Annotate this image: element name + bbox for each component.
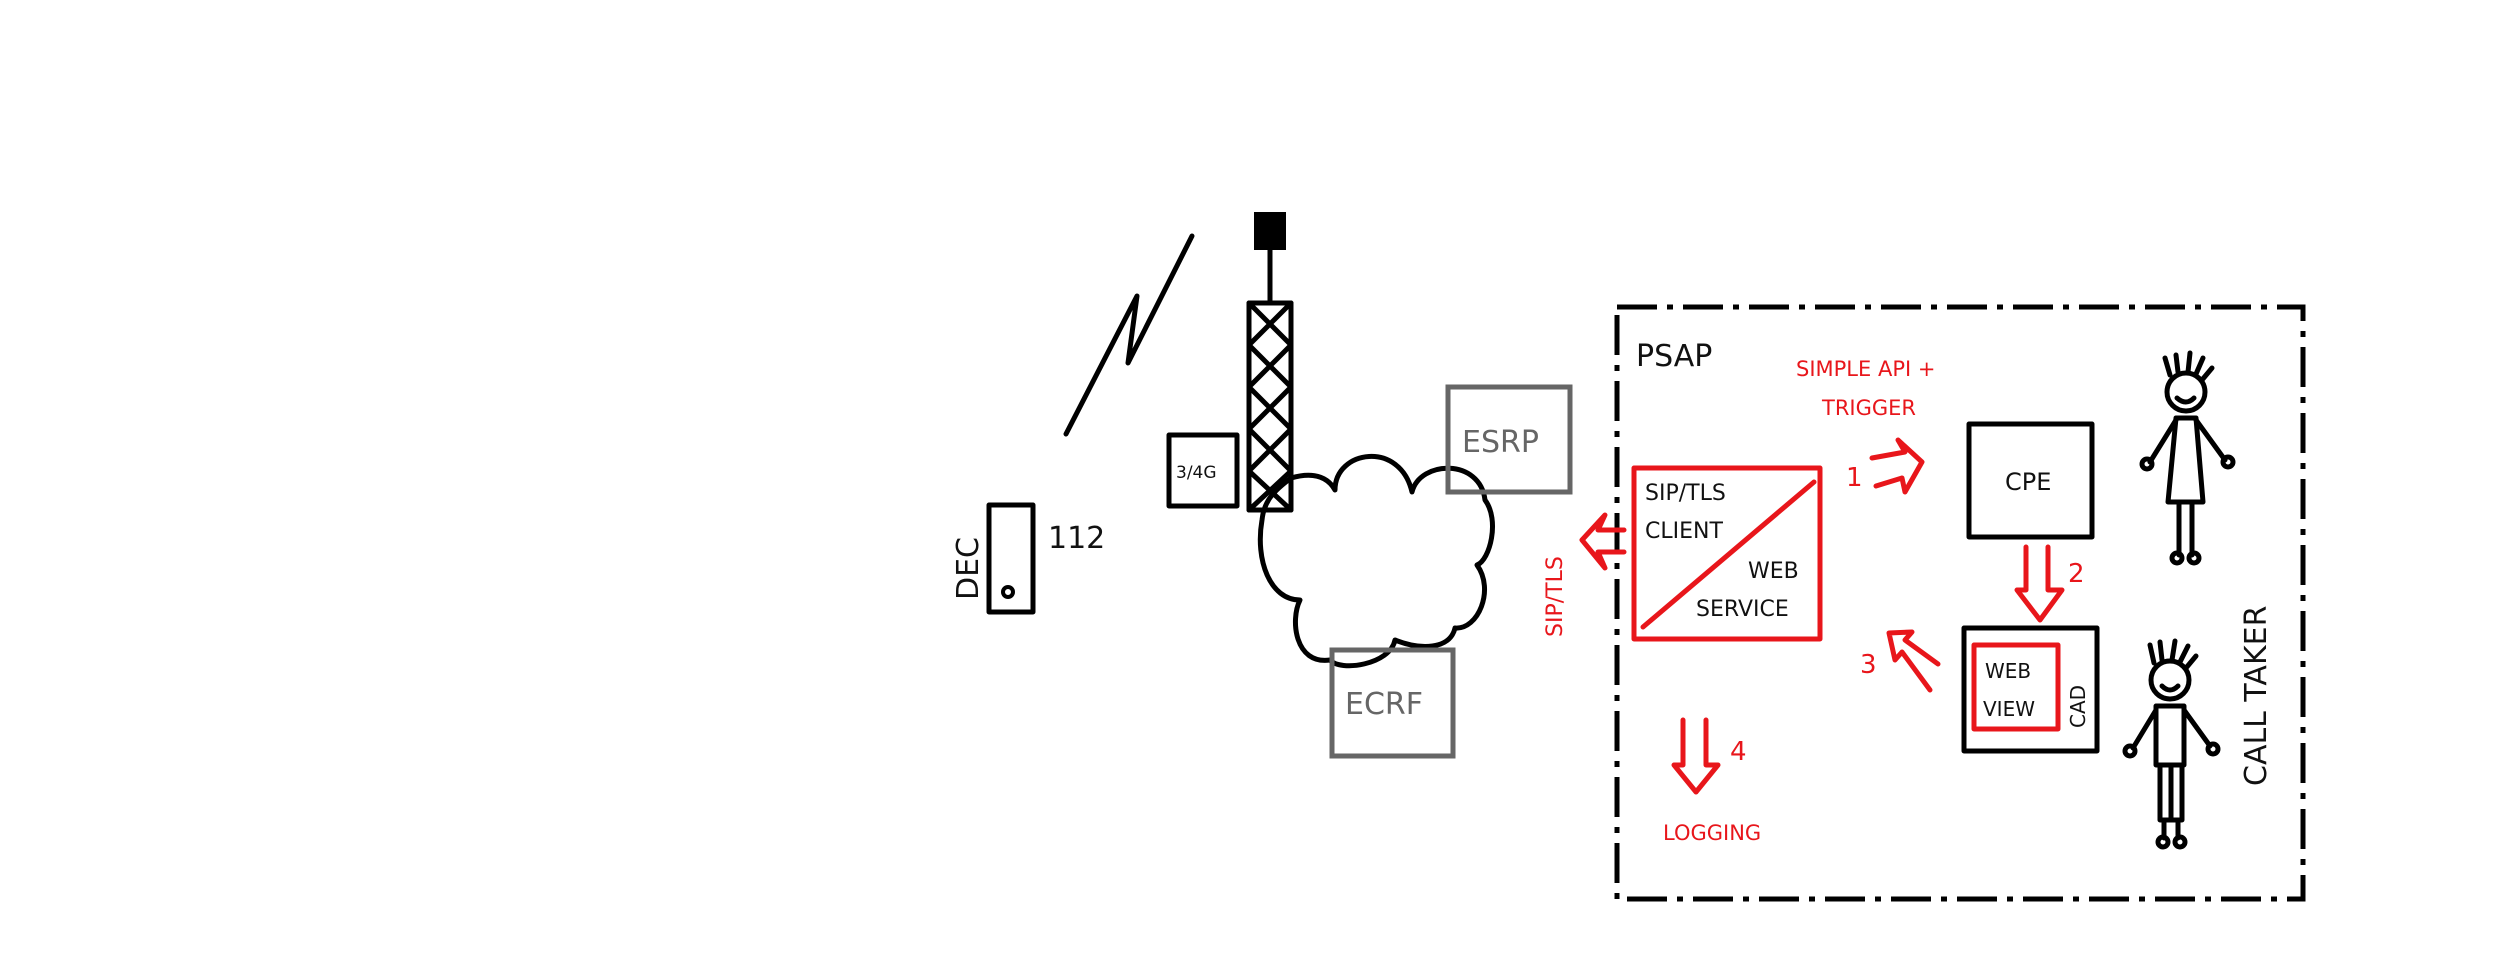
logging-label: LOGGING xyxy=(1663,821,1761,845)
psap-boundary xyxy=(1614,304,2306,902)
device-label: DEC xyxy=(951,537,986,600)
call-taker-figure-icon xyxy=(2139,350,2236,566)
ecrf-label: ECRF xyxy=(1345,687,1423,722)
step-4-label: 4 xyxy=(1730,737,1747,767)
esrp-label: ESRP xyxy=(1462,425,1539,460)
ecrf-box xyxy=(1329,647,1456,759)
arrow-left-icon xyxy=(1579,512,1627,571)
web-view-line-2: VIEW xyxy=(1983,697,2035,721)
esrp-box xyxy=(1445,384,1573,495)
cpe-label: CPE xyxy=(2005,468,2051,496)
mobile-device: DEC 112 xyxy=(951,502,1105,615)
phone-icon xyxy=(986,502,1036,615)
arrow-up-left-icon xyxy=(1886,629,1941,693)
cell-tower-icon xyxy=(1246,212,1294,513)
gateway-line-2: CLIENT xyxy=(1645,519,1723,544)
arrow-right-icon xyxy=(1869,437,1925,495)
radio-access-box xyxy=(1166,432,1240,509)
web-view-box xyxy=(1971,642,2061,732)
emergency-number: 112 xyxy=(1048,521,1105,556)
gateway-line-1: SIP/TLS xyxy=(1645,481,1726,506)
cpe-box xyxy=(1966,421,2095,540)
psap-title: PSAP xyxy=(1636,339,1712,374)
step-1-label: 1 xyxy=(1846,463,1863,493)
arrow-down-icon xyxy=(2014,544,2065,623)
call-taker-figure-icon xyxy=(2122,638,2221,850)
sip-tls-link-label: SIP/TLS xyxy=(1543,556,1568,637)
step-3-label: 3 xyxy=(1860,650,1877,680)
cad-label: CAD xyxy=(2066,685,2090,728)
radio-signal-icon xyxy=(1063,233,1195,437)
gateway-line-3: WEB xyxy=(1748,559,1799,584)
call-taker-label: CALL TAKER xyxy=(2239,606,2274,786)
step-2-label: 2 xyxy=(2068,559,2085,589)
radio-access-label: 3/4G xyxy=(1176,463,1217,483)
cad-box xyxy=(1961,625,2100,754)
api-label-1: SIMPLE API + xyxy=(1796,357,1935,381)
network-cloud-icon xyxy=(1257,453,1495,669)
arrow-down-icon xyxy=(1671,717,1721,795)
sip-client-web-service-box: SIP/TLS CLIENT WEB SERVICE xyxy=(1631,465,1823,642)
gateway-line-4: SERVICE xyxy=(1696,597,1789,622)
api-label-2: TRIGGER xyxy=(1821,396,1916,420)
web-view-line-1: WEB xyxy=(1985,659,2031,683)
